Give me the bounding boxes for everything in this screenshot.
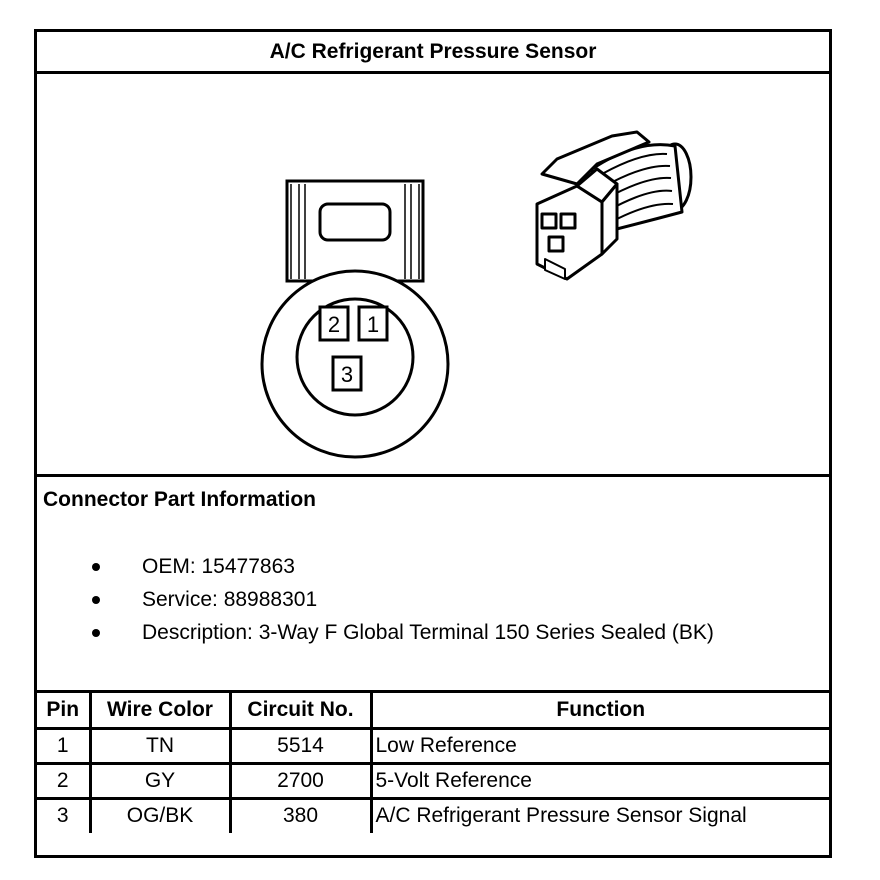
- pin-cell: 2: [37, 761, 92, 800]
- wire-color-cell: OG/BK: [88, 796, 232, 833]
- circuit-no-cell: 2700: [228, 761, 373, 800]
- latch-tab: [318, 202, 392, 242]
- info-heading: Connector Part Information: [43, 488, 317, 511]
- part-info-item-oem: OEM: 15477863: [37, 555, 714, 588]
- column-header-circuit-no: Circuit No.: [228, 693, 373, 730]
- bullet-icon: [92, 596, 100, 604]
- cavity-1-box: [357, 305, 389, 342]
- connector-face-view: [260, 179, 450, 459]
- function-cell: 5-Volt Reference: [369, 761, 829, 800]
- connector-part-information: Connector Part Information OEM: 15477863…: [37, 477, 829, 693]
- pinout-table: Pin Wire Color Circuit No. Function 1 TN…: [37, 693, 829, 833]
- table-row: 2 GY 2700 5-Volt Reference: [37, 761, 829, 800]
- column-header-pin: Pin: [37, 693, 92, 730]
- cavity-3-box: [331, 355, 363, 392]
- function-cell: A/C Refrigerant Pressure Sensor Signal: [369, 796, 829, 833]
- bullet-icon: [92, 563, 100, 571]
- table-row: 3 OG/BK 380 A/C Refrigerant Pressure Sen…: [37, 796, 829, 833]
- circuit-no-cell: 5514: [228, 726, 373, 765]
- pin-cell: 3: [37, 796, 92, 833]
- part-info-item-service: Service: 88988301: [37, 588, 714, 621]
- part-info-text: OEM: 15477863: [142, 555, 295, 578]
- connector-diagram: 2 1 3: [260, 130, 693, 459]
- column-header-function: Function: [369, 693, 829, 730]
- cavity-label: 2: [328, 312, 340, 337]
- connector-figure: 2 1 3: [37, 74, 829, 477]
- circuit-no-cell: 380: [228, 796, 373, 833]
- wire-color-cell: GY: [88, 761, 232, 800]
- table-header-row: Pin Wire Color Circuit No. Function: [37, 693, 829, 730]
- part-info-item-description: Description: 3-Way F Global Terminal 150…: [37, 621, 714, 654]
- part-info-text: Service: 88988301: [142, 588, 318, 611]
- bullet-icon: [92, 629, 100, 637]
- cavity-label: 3: [341, 362, 353, 387]
- function-cell: Low Reference: [369, 726, 829, 765]
- column-header-wire-color: Wire Color: [88, 693, 232, 730]
- part-info-text: Description: 3-Way F Global Terminal 150…: [142, 621, 714, 644]
- connector-isometric-view: [535, 130, 693, 281]
- connector-sheet: A/C Refrigerant Pressure Sensor 2: [34, 29, 832, 858]
- sheet-title: A/C Refrigerant Pressure Sensor: [37, 32, 829, 74]
- cavity-2-box: [318, 305, 350, 342]
- wire-color-cell: TN: [88, 726, 232, 765]
- pin-cell: 1: [37, 726, 92, 765]
- cavity-label: 1: [367, 312, 379, 337]
- part-info-list: OEM: 15477863 Service: 88988301 Descript…: [37, 555, 714, 654]
- table-row: 1 TN 5514 Low Reference: [37, 726, 829, 765]
